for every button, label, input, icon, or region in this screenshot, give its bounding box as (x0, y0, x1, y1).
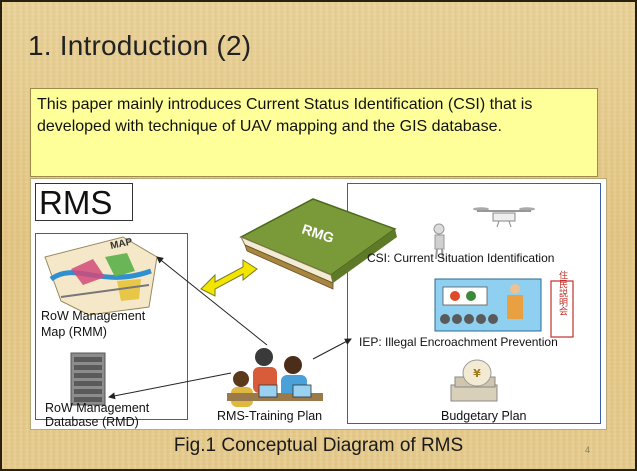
iep-label: IEP: Illegal Encroachment Prevention (359, 335, 558, 349)
arrow-to-rmm (156, 256, 268, 346)
meeting-illustration: 住民説明会 (434, 269, 574, 338)
rmd-label-line1: RoW Management (45, 401, 150, 415)
budget-label: Budgetary Plan (441, 409, 527, 423)
rms-label: RMS (35, 183, 133, 221)
intro-text-box: This paper mainly introduces Current Sta… (30, 88, 598, 177)
rmm-label-line1: RoW Management (41, 309, 146, 323)
rmg-book-icon: RMG (239, 198, 397, 290)
drone-icon (473, 207, 535, 228)
page-number: 4 (585, 445, 591, 455)
double-arrow-icon (200, 259, 258, 297)
slide-title: 1. Introduction (2) (28, 30, 252, 61)
csi-label: CSI: Current Situation Identification (367, 251, 555, 265)
training-people-icon (227, 348, 323, 407)
map-label: MAP (109, 236, 133, 251)
rms-left-box (35, 233, 188, 420)
database-server-icon (70, 352, 106, 406)
rmd-label-line2: Database (RMD) (45, 415, 139, 429)
audience-group (440, 314, 498, 324)
diagram-panel: RMS MAP (30, 178, 607, 430)
yen-symbol: ¥ (473, 367, 481, 380)
training-plan-label: RMS-Training Plan (217, 409, 323, 423)
figure-caption: Fig.1 Conceptual Diagram of RMS (173, 435, 464, 456)
intro-text: This paper mainly introduces Current Sta… (37, 96, 533, 135)
rms-right-box (347, 183, 601, 424)
sign-text: 住民説明会 (557, 269, 568, 316)
diagram-graphics: MAP RMG (44, 198, 574, 407)
rmm-label-line2: Map (RMM) (41, 325, 107, 339)
map-icon: MAP (44, 236, 158, 316)
arrow-to-iep (312, 338, 352, 360)
operator-person-icon (433, 223, 445, 260)
money-bag-icon: ¥ (450, 359, 498, 402)
arrow-to-rmd (108, 372, 232, 400)
